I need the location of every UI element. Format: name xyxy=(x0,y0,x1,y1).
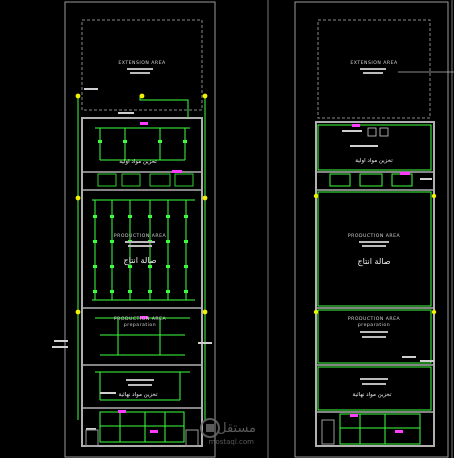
right-building-wall xyxy=(315,121,435,447)
left-extension-area xyxy=(81,19,203,111)
right-storage-top-label: تخزين مواد اولية xyxy=(355,158,393,164)
left-storage-top-label: تخزين مواد اولية xyxy=(119,159,157,165)
right-extension-label: EXTENSION AREA xyxy=(350,60,398,66)
right-floor-plan: EXTENSION AREA xyxy=(313,19,454,447)
right-preparation-label: preparation xyxy=(358,322,390,328)
right-production-arabic: صالة انتاج xyxy=(358,257,391,266)
left-preparation-label: preparation xyxy=(124,322,156,328)
right-production2-label: PRODUCTION AREA xyxy=(348,316,401,322)
left-production-label: PRODUCTION AREA xyxy=(114,233,167,239)
watermark-logo-icon xyxy=(200,418,220,438)
left-building-wall xyxy=(81,117,203,447)
left-storage-bottom-label: تخزين مواد نهائية xyxy=(119,392,158,398)
right-production-label: PRODUCTION AREA xyxy=(348,233,401,239)
left-production-arabic: صالة انتاج xyxy=(124,256,157,265)
left-production2-label: PRODUCTION AREA xyxy=(114,316,167,322)
watermark-site: mostaql.com xyxy=(209,438,255,446)
sheet-frames xyxy=(64,0,453,458)
right-storage-bottom-label: تخزين مواد نهائية xyxy=(353,392,392,398)
right-extension-area xyxy=(317,19,431,119)
left-extension-label: EXTENSION AREA xyxy=(118,60,166,66)
watermark-brand: مستقل xyxy=(217,421,256,436)
watermark: مستقل mostaql.com xyxy=(200,418,256,446)
left-floor-plan: EXTENSION AREA xyxy=(52,19,212,447)
